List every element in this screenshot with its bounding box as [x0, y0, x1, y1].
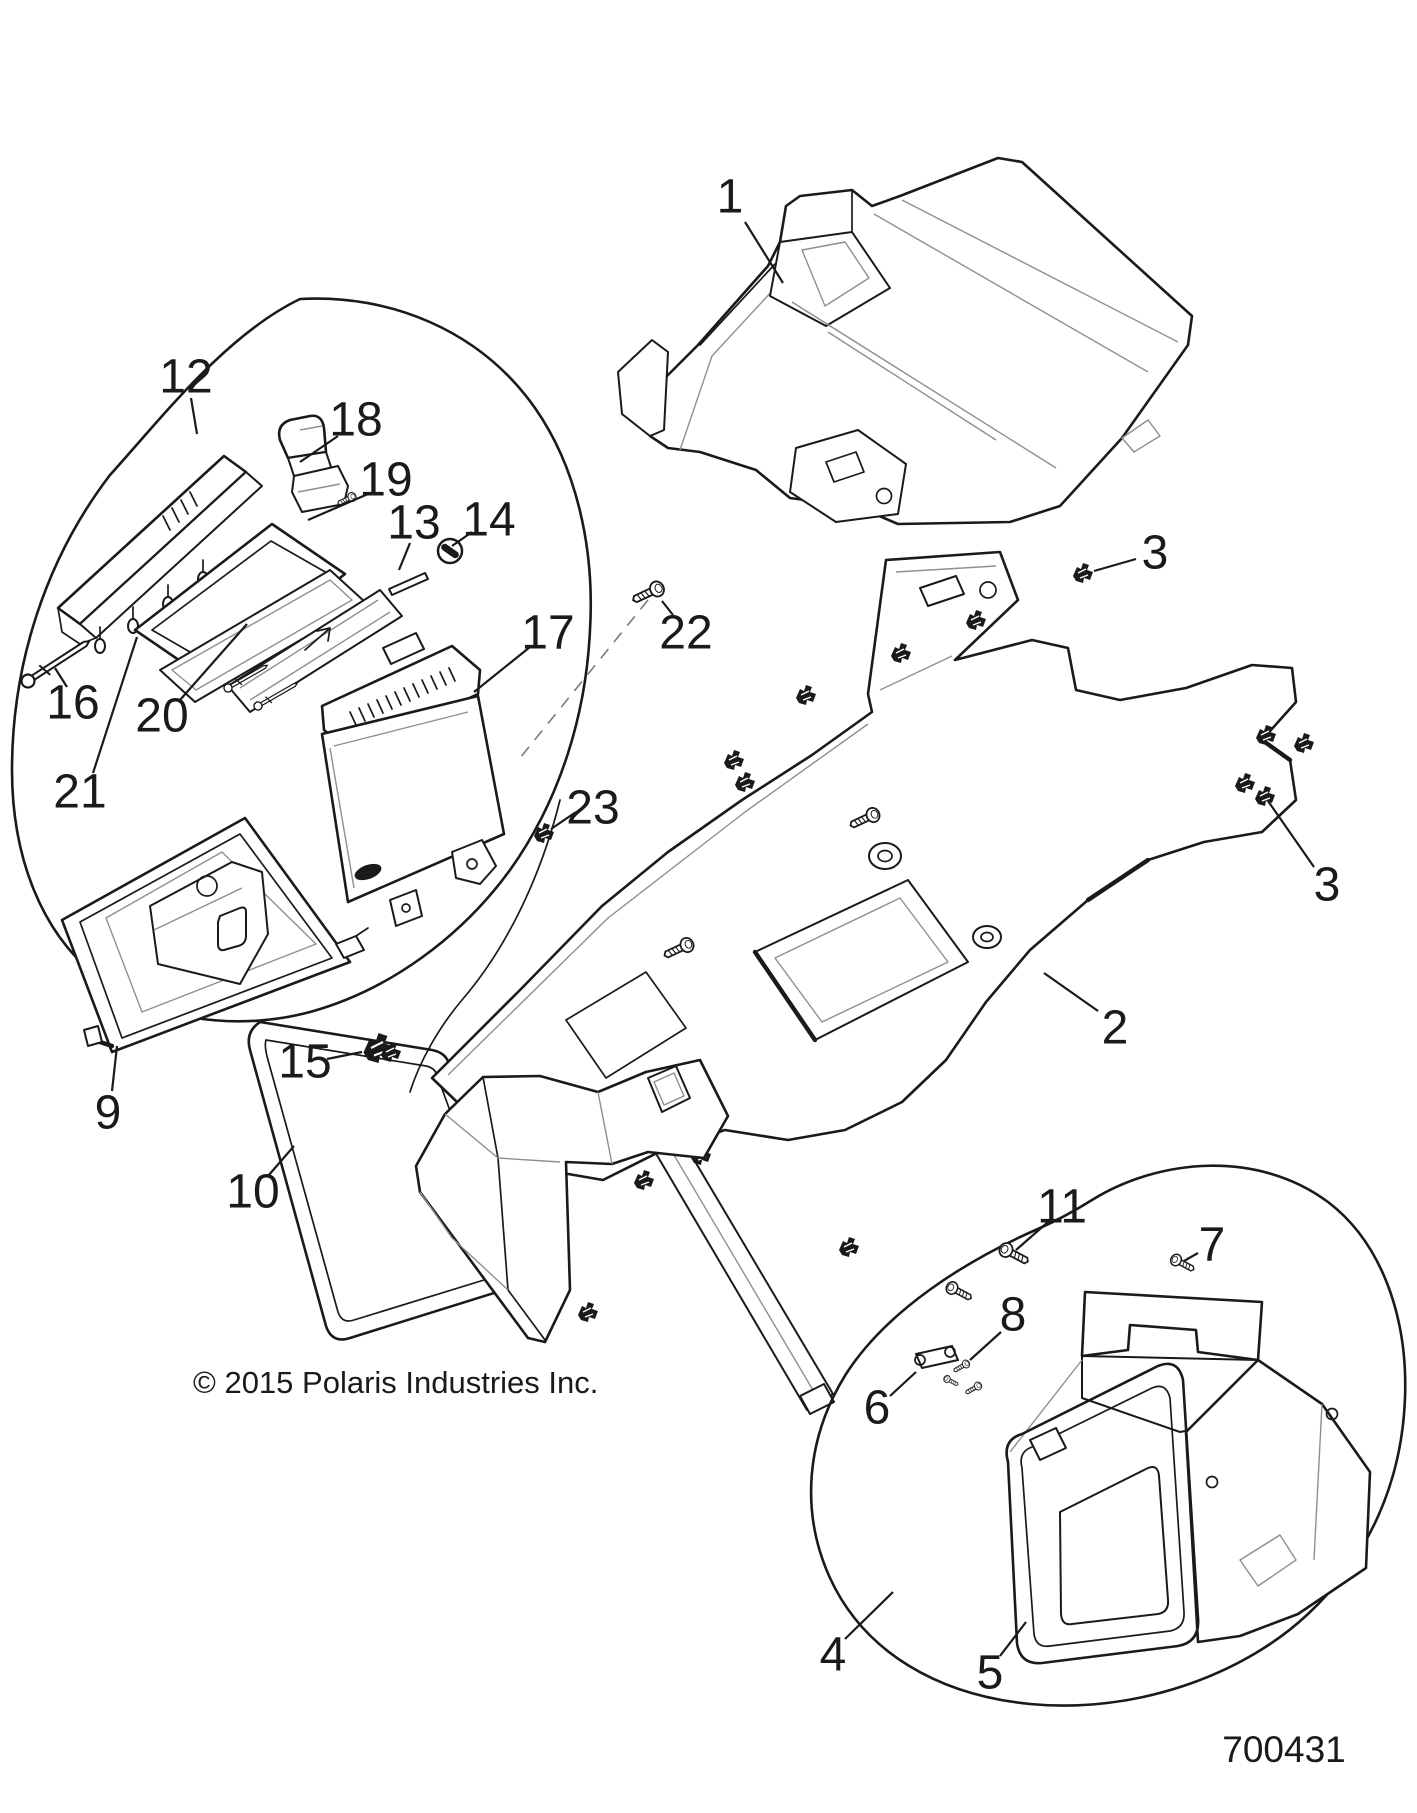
- clip-icon: [1293, 732, 1315, 754]
- callout-leader-18: [299, 435, 339, 463]
- screw-icon: [996, 1239, 1033, 1269]
- callout-leader-6: [889, 1371, 917, 1397]
- callout-leader-12: [189, 397, 199, 435]
- callout-leader-7: [1183, 1252, 1199, 1262]
- screw-icon: [943, 1279, 975, 1305]
- callout-2: 2: [1102, 1002, 1129, 1055]
- callout-leader-10: [267, 1145, 295, 1177]
- copyright-text: © 2015 Polaris Industries Inc.: [193, 1365, 598, 1400]
- clip-icon: [633, 1169, 655, 1191]
- callout-10: 10: [226, 1166, 279, 1219]
- callout-15: 15: [278, 1036, 331, 1089]
- screw-icon: [628, 578, 668, 609]
- clip-icon: [795, 684, 817, 706]
- callout-18: 18: [329, 394, 382, 447]
- storage-box: [914, 1239, 1372, 1665]
- callout-3: 3: [1142, 527, 1169, 580]
- hinge-6: [915, 1345, 959, 1369]
- callout-9: 9: [95, 1087, 122, 1140]
- callout-leader-14: [451, 531, 473, 547]
- callout-19: 19: [359, 454, 412, 507]
- pin-13: [388, 572, 429, 596]
- callout-leader-3: [1093, 557, 1137, 573]
- callout-20: 20: [135, 690, 188, 743]
- callout-leader-21: [91, 636, 139, 774]
- gasket-frames: [133, 522, 403, 713]
- callout-leader-19: [307, 492, 369, 522]
- callout-5: 5: [977, 1647, 1004, 1700]
- callout-leader-22: [661, 600, 674, 616]
- part-number: 700431: [1222, 1729, 1345, 1770]
- clip-icon: [838, 1236, 860, 1258]
- callout-leader-23: [550, 811, 577, 830]
- clip-icon: [734, 771, 756, 793]
- clip-icon: [1072, 562, 1094, 584]
- callout-3: 3: [1314, 859, 1341, 912]
- steering-column-cover: [414, 1058, 730, 1344]
- detail-bubble-right: [809, 1164, 1407, 1707]
- screw-icon: [942, 1373, 961, 1389]
- callout-leader-13: [397, 542, 412, 571]
- callout-22: 22: [659, 607, 712, 660]
- callout-leader-1: [744, 221, 784, 284]
- callout-leader-3: [1267, 800, 1315, 868]
- callout-leader-11: [1015, 1221, 1049, 1251]
- callout-13: 13: [387, 497, 440, 550]
- callout-8: 8: [1000, 1289, 1027, 1342]
- callout-leader-2: [1043, 972, 1099, 1012]
- callout-leader-17: [473, 646, 531, 693]
- glovebox-door: [60, 816, 369, 1054]
- callout-leader-16: [54, 667, 68, 688]
- callout-12: 12: [159, 351, 212, 404]
- dashboard-panel: [430, 550, 1298, 1415]
- callout-16: 16: [46, 677, 99, 730]
- callout-leader-15: [326, 1050, 363, 1061]
- callout-leader-4: [844, 1591, 894, 1640]
- callout-6: 6: [864, 1382, 891, 1435]
- callout-leader-20: [179, 623, 248, 701]
- callout-14: 14: [462, 494, 515, 547]
- bubble-hardware: [17, 537, 464, 692]
- callout-1: 1: [717, 171, 744, 224]
- callout-leader-5: [999, 1621, 1027, 1657]
- callout-7: 7: [1199, 1219, 1226, 1272]
- hood-part: [617, 156, 1194, 526]
- gauge-module: [320, 632, 506, 927]
- callout-11: 11: [1037, 1181, 1087, 1234]
- callout-17: 17: [521, 607, 574, 660]
- callout-4: 4: [820, 1629, 847, 1682]
- callout-leader-8: [969, 1331, 1002, 1361]
- clip-icon: [723, 749, 745, 771]
- callout-23: 23: [566, 782, 619, 835]
- callout-21: 21: [53, 766, 106, 819]
- screw-22: [519, 578, 668, 759]
- callout-leader-9: [110, 1045, 119, 1092]
- detail-bubble-left: [10, 297, 593, 1093]
- clip-icon: [577, 1301, 599, 1323]
- screw-icon: [963, 1380, 984, 1397]
